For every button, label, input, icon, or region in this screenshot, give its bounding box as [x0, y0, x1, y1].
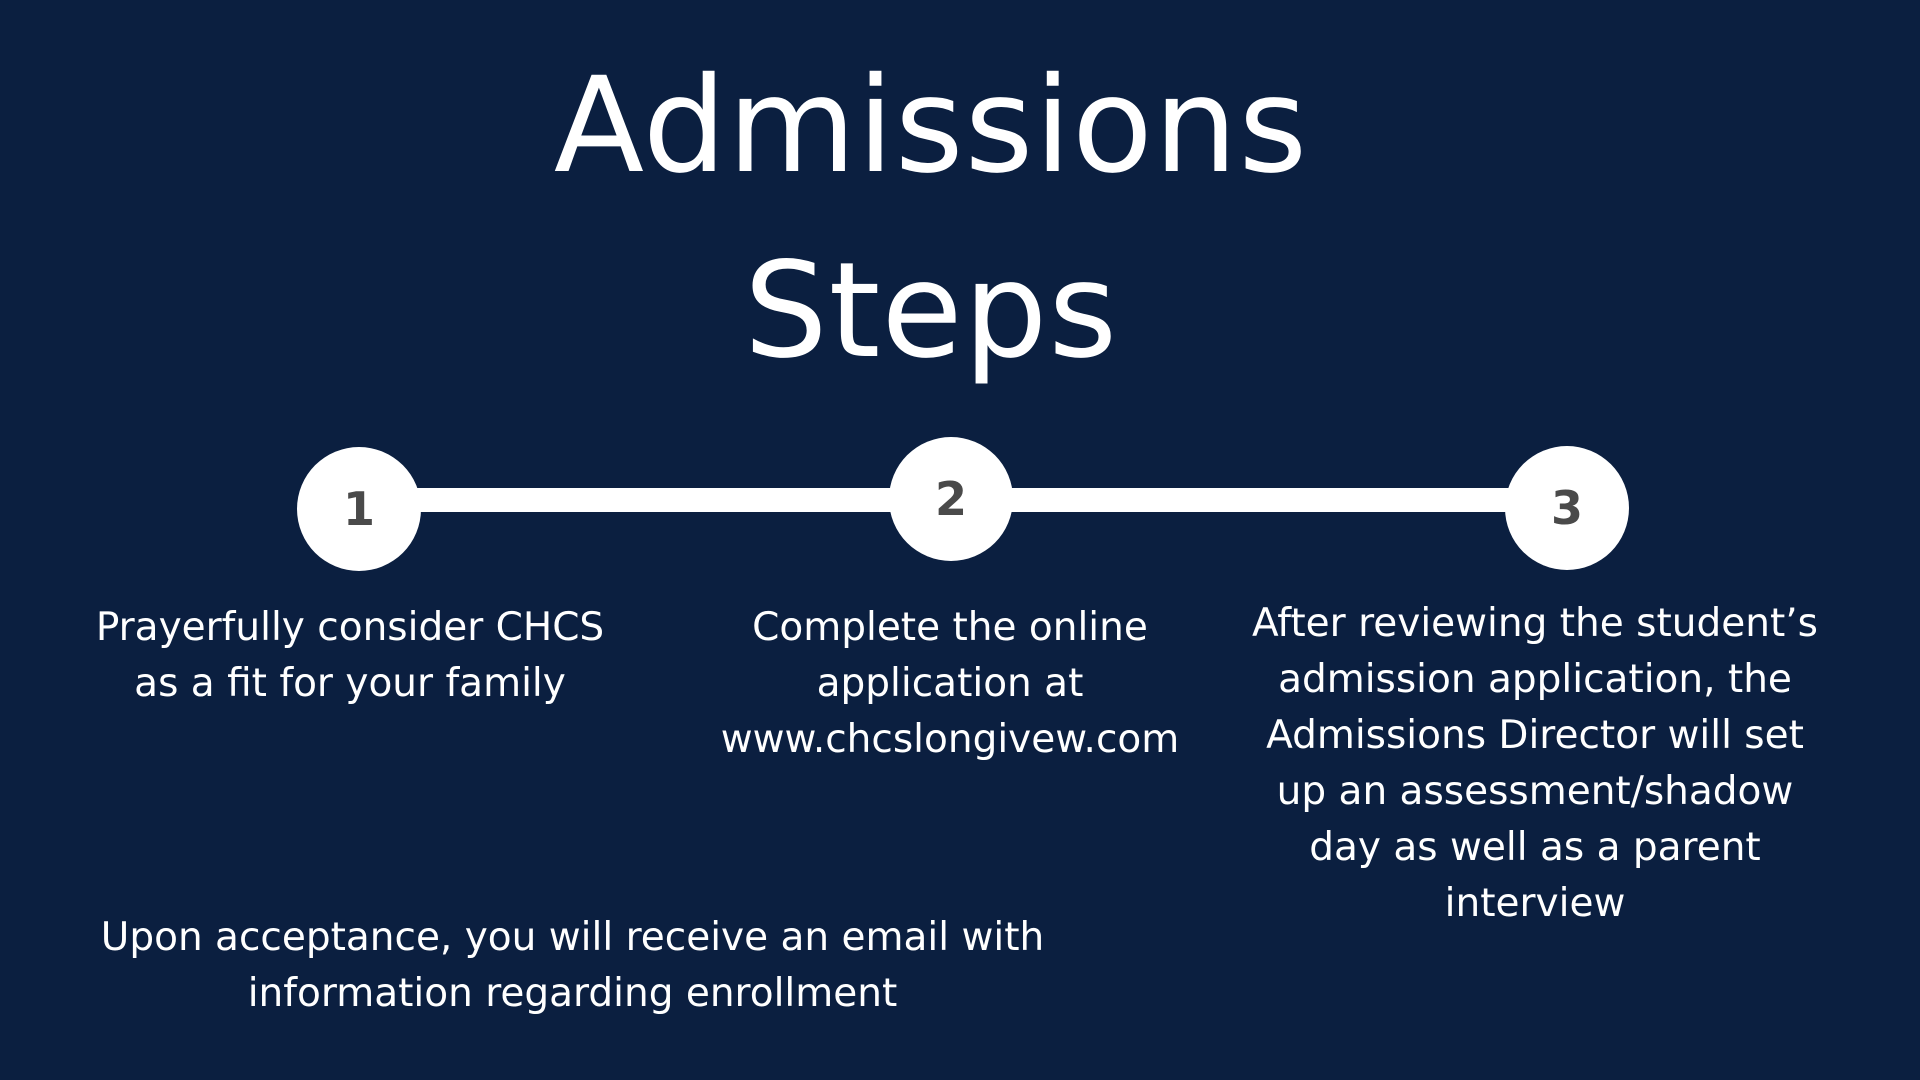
step-1-circle: 1	[297, 447, 421, 571]
step-3-line: interview	[1444, 881, 1626, 926]
page-title-line-2: Steps	[743, 234, 1119, 388]
final-line: Upon acceptance, you will receive an ema…	[100, 915, 1045, 960]
step-2-description: Complete the online application at www.c…	[680, 600, 1220, 768]
step-3-line: Admissions Director will set	[1266, 713, 1804, 758]
step-2-line: Complete the online	[752, 605, 1148, 650]
final-step-description: Upon acceptance, you will receive an ema…	[90, 910, 1055, 1022]
step-2-circle: 2	[889, 437, 1013, 561]
step-3-line: up an assessment/shadow	[1276, 769, 1794, 814]
page-title-line-1: Admissions	[553, 49, 1309, 203]
step-2-link: www.chcslongivew.com	[720, 717, 1180, 762]
step-3-description: After reviewing the student’s admission …	[1240, 596, 1830, 932]
step-3-line: day as well as a parent	[1309, 825, 1761, 870]
step-3-line: After reviewing the student’s	[1252, 601, 1818, 646]
step-2-number: 2	[934, 472, 967, 526]
step-1-number: 1	[342, 482, 375, 536]
final-line: information regarding enrollment	[247, 971, 898, 1016]
step-3-number: 3	[1550, 481, 1583, 535]
step-3-circle: 3	[1505, 446, 1629, 570]
step-1-description: Prayerfully consider CHCS as a fit for y…	[70, 600, 630, 712]
step-3-line: admission application, the	[1278, 657, 1792, 702]
step-1-line: as a fit for your family	[134, 661, 566, 706]
step-2-line: application at	[816, 661, 1084, 706]
step-1-line: Prayerfully consider CHCS	[95, 605, 605, 650]
